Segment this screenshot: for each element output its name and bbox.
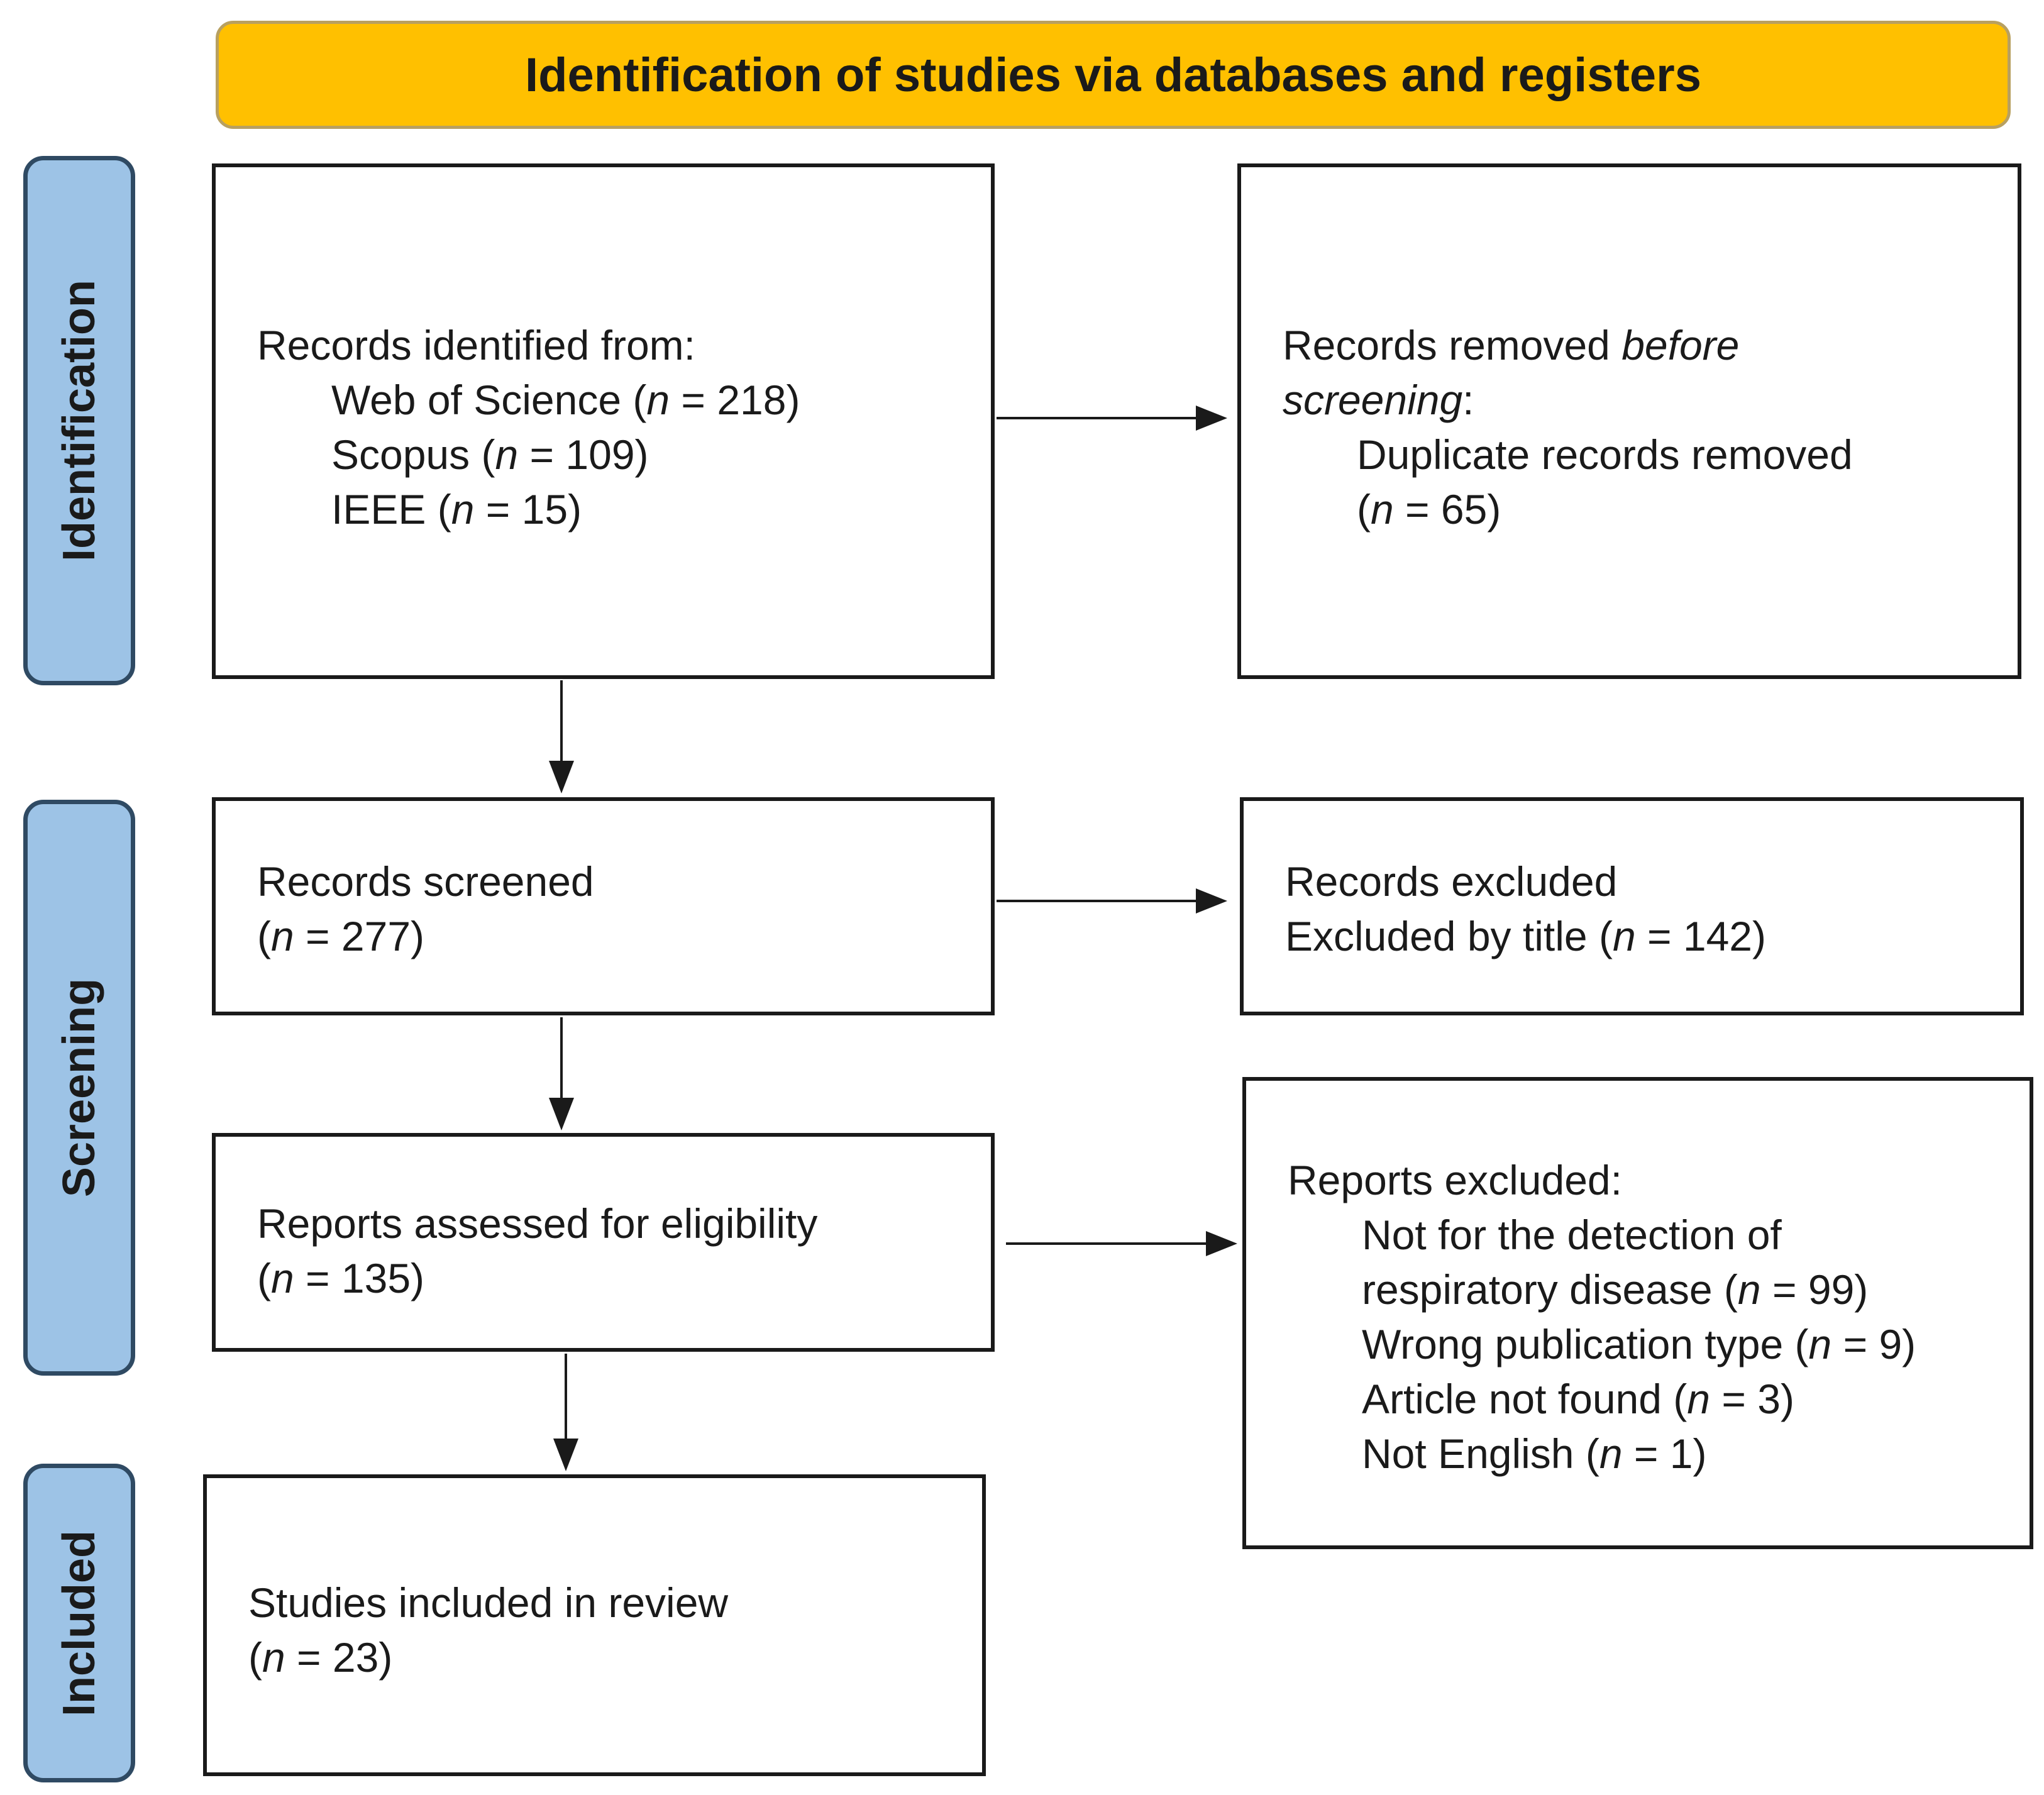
records-removed-heading-cont: screening: <box>1283 377 1474 423</box>
records-excluded-box: Records excluded Excluded by title (n = … <box>1240 797 2024 1015</box>
reports-assessed-box: Reports assessed for eligibility (n = 13… <box>212 1133 995 1352</box>
reason-wrong-publication-type: Wrong publication type (n = 9) <box>1362 1321 1916 1367</box>
reason-not-detection-line1: Not for the detection of <box>1362 1212 1782 1258</box>
reports-excluded-box: Reports excluded: Not for the detection … <box>1242 1077 2033 1549</box>
reason-not-english: Not English (n = 1) <box>1362 1430 1707 1477</box>
duplicate-records-item: Duplicate records removed <box>1357 431 1853 478</box>
reports-assessed-heading: Reports assessed for eligibility <box>257 1200 818 1247</box>
arrowhead-included <box>553 1439 578 1471</box>
records-removed-heading: Records removed before <box>1283 322 1740 368</box>
header-banner: Identification of studies via databases … <box>216 21 2011 129</box>
arrowhead-removed <box>1196 406 1227 431</box>
source-ieee: IEEE (n = 15) <box>331 486 582 533</box>
duplicate-records-count: (n = 65) <box>1357 486 1501 533</box>
phase-identification: Identification <box>23 156 135 685</box>
reason-article-not-found: Article not found (n = 3) <box>1362 1376 1794 1422</box>
records-screened-count: (n = 277) <box>257 913 425 959</box>
reason-not-detection-line2: respiratory disease (n = 99) <box>1362 1266 1869 1313</box>
source-scopus: Scopus (n = 109) <box>331 431 649 478</box>
excluded-by-title: Excluded by title (n = 142) <box>1285 913 1766 959</box>
reports-assessed-count: (n = 135) <box>257 1255 425 1301</box>
phase-included: Included <box>23 1464 135 1782</box>
studies-included-count: (n = 23) <box>248 1634 393 1681</box>
phase-screening: Screening <box>23 800 135 1376</box>
records-excluded-heading: Records excluded <box>1285 858 1618 905</box>
reports-excluded-heading: Reports excluded: <box>1288 1157 1622 1203</box>
studies-included-box: Studies included in review (n = 23) <box>203 1474 986 1776</box>
arrowhead-assessed <box>549 1098 574 1130</box>
records-identified-heading: Records identified from: <box>257 322 695 368</box>
arrowhead-reports-excluded <box>1206 1231 1237 1256</box>
records-identified-box: Records identified from: Web of Science … <box>212 163 995 679</box>
header-title: Identification of studies via databases … <box>525 48 1701 102</box>
studies-included-heading: Studies included in review <box>248 1579 729 1626</box>
records-removed-box: Records removed before screening: Duplic… <box>1237 163 2021 679</box>
source-web-of-science: Web of Science (n = 218) <box>331 377 800 423</box>
records-screened-box: Records screened (n = 277) <box>212 797 995 1015</box>
arrowhead-excluded <box>1196 888 1227 914</box>
records-screened-heading: Records screened <box>257 858 594 905</box>
arrowhead-screened <box>549 761 574 793</box>
